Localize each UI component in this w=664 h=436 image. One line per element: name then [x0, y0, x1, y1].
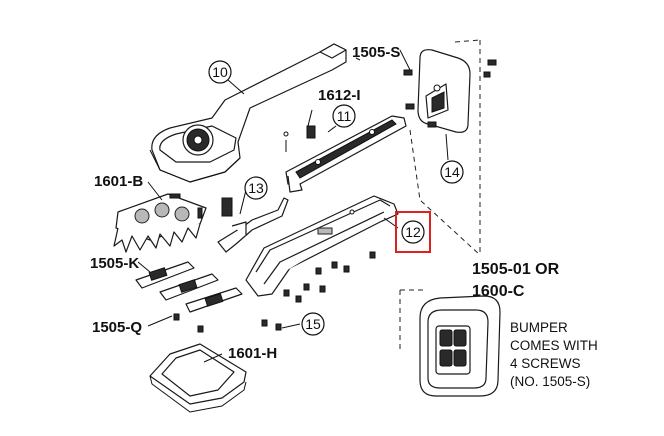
screws-frame	[173, 251, 376, 333]
bumper-note-line2: COMES WITH	[510, 338, 598, 353]
bumper-part-line1: 1505-01 OR	[472, 261, 560, 278]
part-13-latch	[217, 197, 289, 253]
part-11-rail	[285, 115, 407, 193]
label-1505-s: 1505-S	[352, 44, 400, 61]
bumper-part-line2: 1600-C	[472, 283, 525, 300]
callout-14: 14	[440, 160, 464, 184]
bumper-note-line3: 4 SCREWS	[510, 356, 581, 371]
part-1505-k-pads	[135, 261, 243, 313]
callout-11: 11	[332, 104, 356, 128]
label-1505-q: 1505-Q	[92, 319, 142, 336]
svg-text:14: 14	[444, 164, 460, 180]
callout-12-highlight	[395, 211, 431, 253]
part-10-handle	[149, 43, 347, 183]
label-1612-i: 1612-I	[318, 87, 361, 104]
part-12-frame	[245, 195, 399, 297]
dashed-guides	[399, 39, 481, 350]
part-bumper-1505-01	[419, 295, 501, 397]
callout-13: 13	[244, 176, 268, 200]
svg-text:11: 11	[337, 108, 352, 124]
svg-text:13: 13	[248, 180, 264, 196]
part-1601-b-comb	[113, 193, 207, 253]
label-1601-h: 1601-H	[228, 345, 277, 362]
callout-12: 12	[395, 211, 431, 253]
label-1601-b: 1601-B	[94, 173, 143, 190]
svg-text:12: 12	[405, 224, 421, 240]
spring-1612-i	[283, 125, 316, 152]
svg-text:15: 15	[305, 316, 321, 332]
leader-lines	[137, 49, 449, 363]
callout-15: 15	[301, 312, 325, 336]
callout-10: 10	[208, 60, 232, 84]
bumper-note-line4: (NO. 1505-S)	[510, 374, 590, 389]
part-14-back-plate	[403, 49, 497, 133]
part-1601-h-tray	[149, 343, 247, 413]
bumper-note-line1: BUMPER	[510, 320, 568, 335]
svg-text:10: 10	[212, 64, 228, 80]
label-1505-k: 1505-K	[90, 255, 139, 272]
